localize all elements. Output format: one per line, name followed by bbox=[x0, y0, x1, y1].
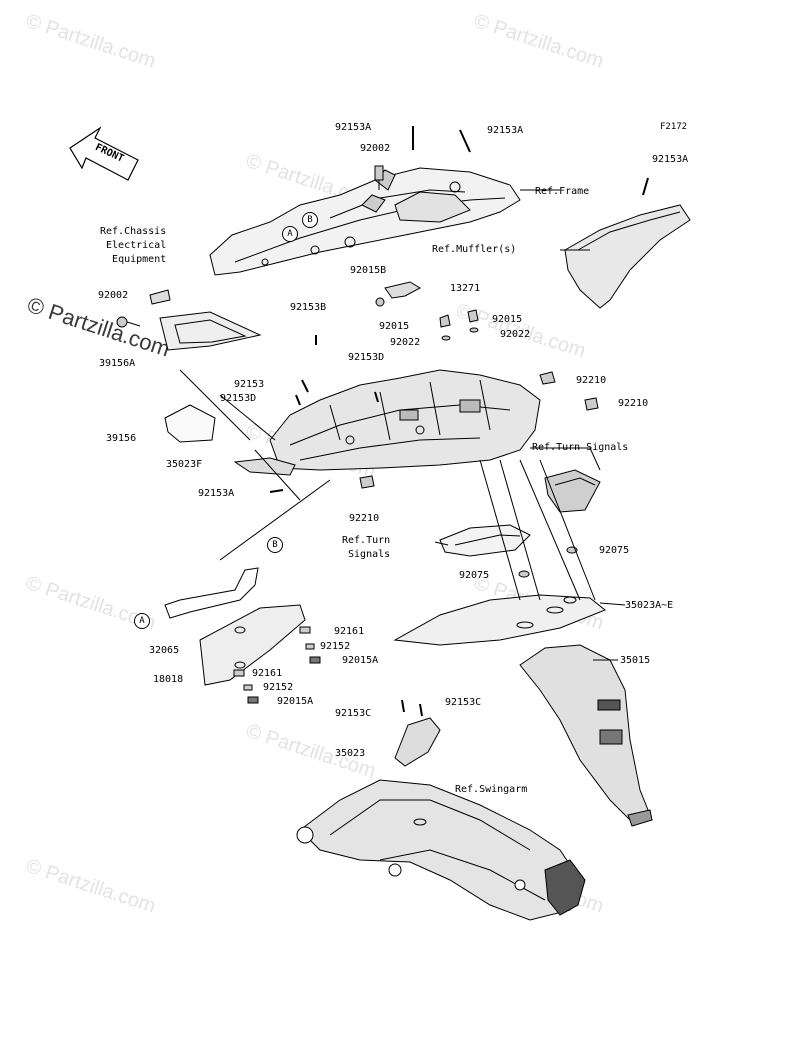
rear-frame bbox=[209, 167, 521, 276]
part-label: 92153D bbox=[220, 393, 257, 404]
part-label: 92015A bbox=[342, 655, 379, 666]
part-label: 92153 bbox=[234, 379, 265, 390]
part-label: 92015A bbox=[277, 696, 314, 707]
part-label: 35023F bbox=[166, 459, 203, 470]
part-label: 32065 bbox=[149, 645, 180, 656]
part-label: 92153A bbox=[198, 488, 235, 499]
part-label: 39156A bbox=[99, 358, 136, 369]
ref-chassis-electrical: Ref.Chassis Electrical Equipment bbox=[100, 226, 167, 265]
rear-undertray bbox=[269, 369, 541, 471]
part-label: 92002 bbox=[360, 143, 391, 154]
diagram-code: F2172 bbox=[660, 122, 688, 132]
part-label: 92153C bbox=[445, 697, 482, 708]
part-label: 92075 bbox=[459, 570, 490, 581]
part-label: 92210 bbox=[349, 513, 380, 524]
part-label: 92153A bbox=[652, 154, 689, 165]
part-label: 92015 bbox=[492, 314, 523, 325]
part-label: 92015B bbox=[350, 265, 387, 276]
strip-35023F bbox=[233, 457, 296, 476]
bracket-32065 bbox=[164, 567, 259, 619]
part-label: 92210 bbox=[576, 375, 607, 386]
ref-swingarm: Ref.Swingarm bbox=[455, 784, 528, 795]
rear-fender-plate bbox=[393, 594, 606, 646]
ref-muffler: Ref.Muffler(s) bbox=[432, 244, 517, 255]
part-label: 18018 bbox=[153, 674, 184, 685]
part-label: 92210 bbox=[618, 398, 649, 409]
bracket-13271 bbox=[384, 281, 422, 299]
part-label: 92153B bbox=[290, 302, 327, 313]
part-label: 35015 bbox=[620, 655, 651, 666]
marker-a-top: A bbox=[282, 226, 298, 242]
ref-frame: Ref.Frame bbox=[535, 186, 590, 197]
part-label: 92153C bbox=[335, 708, 372, 719]
part-label: 92161 bbox=[334, 626, 365, 637]
fender-35015 bbox=[519, 644, 653, 827]
front-arrow-icon bbox=[69, 126, 139, 181]
part-label: 92153D bbox=[348, 352, 385, 363]
part-label: 39156 bbox=[106, 433, 137, 444]
part-label: 92153A bbox=[335, 122, 372, 133]
swingarm bbox=[296, 779, 586, 921]
bolt-92002-top bbox=[374, 165, 384, 190]
turn-signal-right bbox=[544, 469, 601, 513]
part-label: 92015 bbox=[379, 321, 410, 332]
ref-turn-signals-right: Ref.Turn Signals bbox=[532, 442, 629, 453]
turn-signal-left bbox=[439, 524, 531, 557]
pad-39156 bbox=[164, 404, 216, 443]
marker-b-top: B bbox=[302, 212, 318, 228]
part-label: 92161 bbox=[252, 668, 283, 679]
ref-turn-signals-left: Ref.Turn Signals bbox=[342, 535, 391, 560]
marker-b-mid: B bbox=[267, 537, 283, 553]
part-label: 92075 bbox=[599, 545, 630, 556]
part-label: 35023 bbox=[335, 748, 366, 759]
panel-18018 bbox=[199, 604, 306, 686]
guard-35023 bbox=[394, 717, 441, 767]
part-label: 92022 bbox=[390, 337, 421, 348]
muffler bbox=[564, 204, 691, 309]
part-label: 92002 bbox=[98, 290, 129, 301]
part-label: 92153A bbox=[487, 125, 524, 136]
pad-39156A bbox=[159, 311, 262, 351]
bolt-92002-left bbox=[116, 316, 141, 328]
part-label: 35023A~E bbox=[625, 600, 674, 611]
part-label: 92022 bbox=[500, 329, 531, 340]
part-label: 92152 bbox=[320, 641, 351, 652]
marker-a-left: A bbox=[134, 613, 150, 629]
part-label: 13271 bbox=[450, 283, 481, 294]
chassis-bracket bbox=[149, 289, 171, 305]
part-label: 92152 bbox=[263, 682, 294, 693]
